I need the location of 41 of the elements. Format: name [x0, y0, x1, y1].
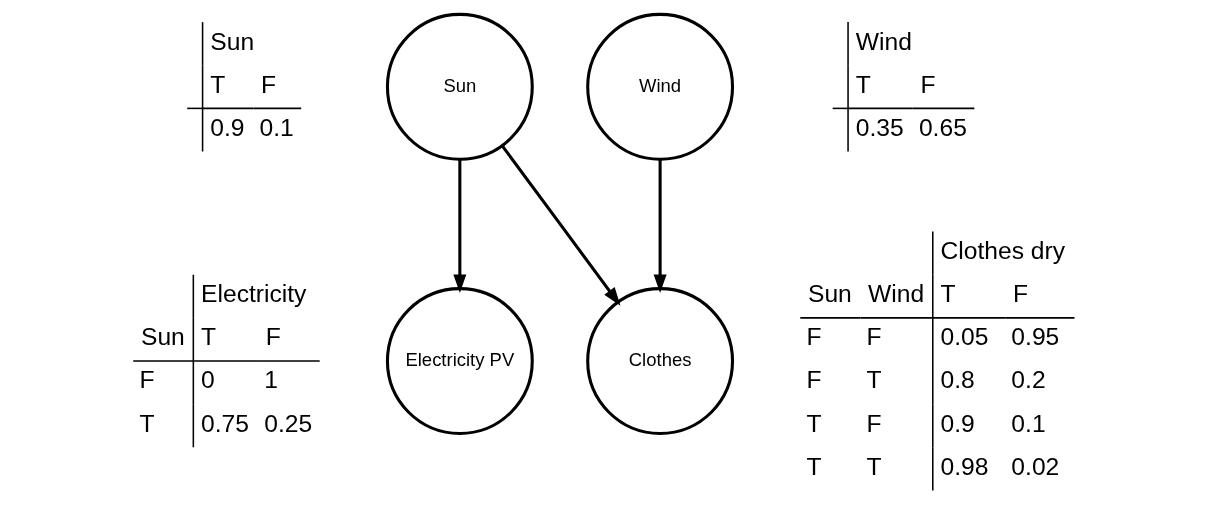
- label: T: [806, 409, 822, 437]
- label: Sun: [210, 27, 255, 55]
- label: 0.9: [940, 409, 975, 437]
- label: T: [866, 452, 882, 480]
- label: 0.05: [940, 323, 989, 351]
- label: Electricity: [201, 280, 307, 308]
- label: 0.75: [201, 409, 249, 437]
- label: F: [261, 70, 277, 98]
- label: 0.2: [1011, 366, 1046, 394]
- label: Sun: [140, 323, 185, 351]
- label: F: [1012, 280, 1028, 308]
- label: F: [265, 323, 281, 351]
- label: 0.95: [1011, 323, 1060, 351]
- label: Sun: [808, 280, 852, 308]
- label: T: [855, 70, 871, 98]
- label: 0.98: [940, 452, 989, 480]
- label: T: [866, 366, 882, 394]
- label: 0.9: [210, 113, 245, 141]
- label: 0.1: [1011, 409, 1046, 437]
- label: 0.35: [855, 113, 904, 141]
- label: 0: [201, 366, 215, 394]
- label: 0.65: [918, 113, 967, 141]
- label: T: [210, 70, 226, 98]
- label: 0.1: [259, 113, 294, 141]
- label: T: [139, 409, 155, 437]
- label: F: [920, 70, 936, 98]
- label: F: [139, 366, 155, 394]
- label: Wind: [855, 27, 912, 55]
- label: T: [806, 452, 822, 480]
- label: Clothes dry: [940, 237, 1066, 265]
- label: 0.8: [940, 366, 975, 394]
- label: T: [940, 280, 956, 308]
- label: 0.02: [1011, 452, 1060, 480]
- label: F: [806, 323, 822, 351]
- label: F: [866, 323, 882, 351]
- label: T: [201, 323, 217, 351]
- label: Wind: [868, 280, 925, 308]
- label: F: [806, 366, 822, 394]
- label: F: [866, 409, 882, 437]
- label: 1: [264, 366, 278, 394]
- label: 0.25: [264, 409, 313, 437]
